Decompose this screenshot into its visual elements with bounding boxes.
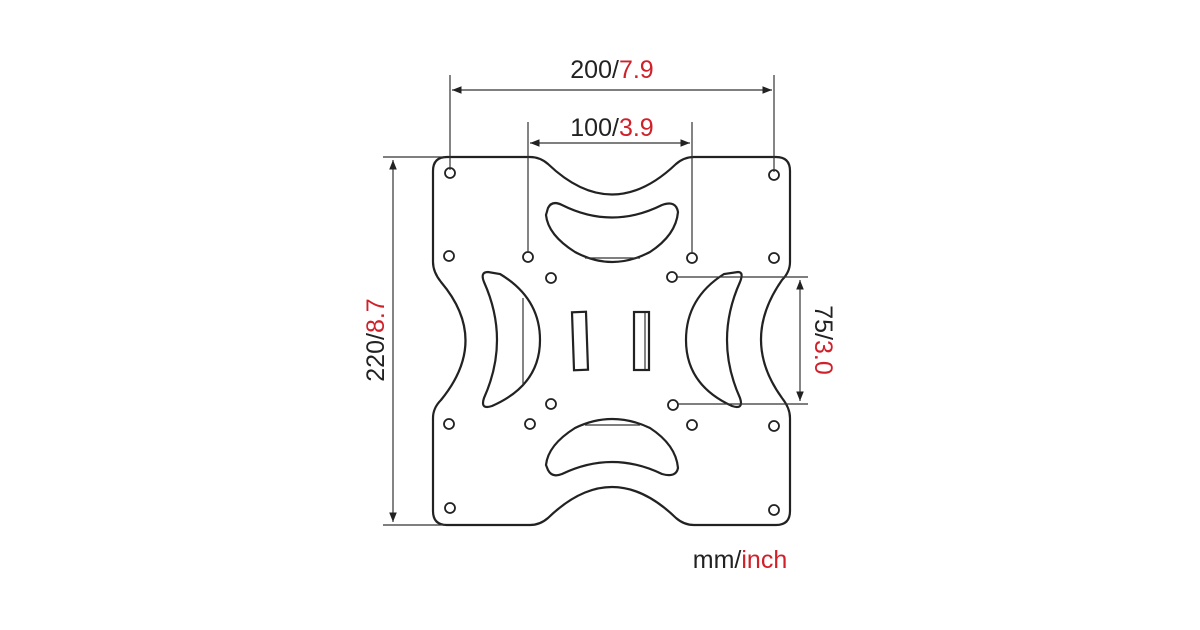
top-slot — [544, 201, 680, 264]
plate-outline — [431, 155, 792, 527]
dimension-220: 220/8.7 — [362, 156, 445, 526]
svg-text:100/3.9: 100/3.9 — [570, 114, 653, 142]
dimension-100: 100/3.9 — [527, 114, 693, 253]
svg-text:220/8.7: 220/8.7 — [362, 298, 390, 381]
dimension-75: 75/3.0 — [677, 276, 837, 405]
units-legend: mm/inch — [693, 546, 787, 574]
rect-slot — [570, 310, 590, 372]
svg-text:75/3.0: 75/3.0 — [809, 305, 837, 375]
left-slot — [481, 270, 542, 409]
bottom-slot — [544, 418, 680, 477]
svg-text:200/7.9: 200/7.9 — [570, 56, 653, 84]
rect-slot — [632, 310, 651, 372]
dimension-200: 200/7.9 — [449, 56, 775, 172]
right-slot — [684, 270, 743, 409]
